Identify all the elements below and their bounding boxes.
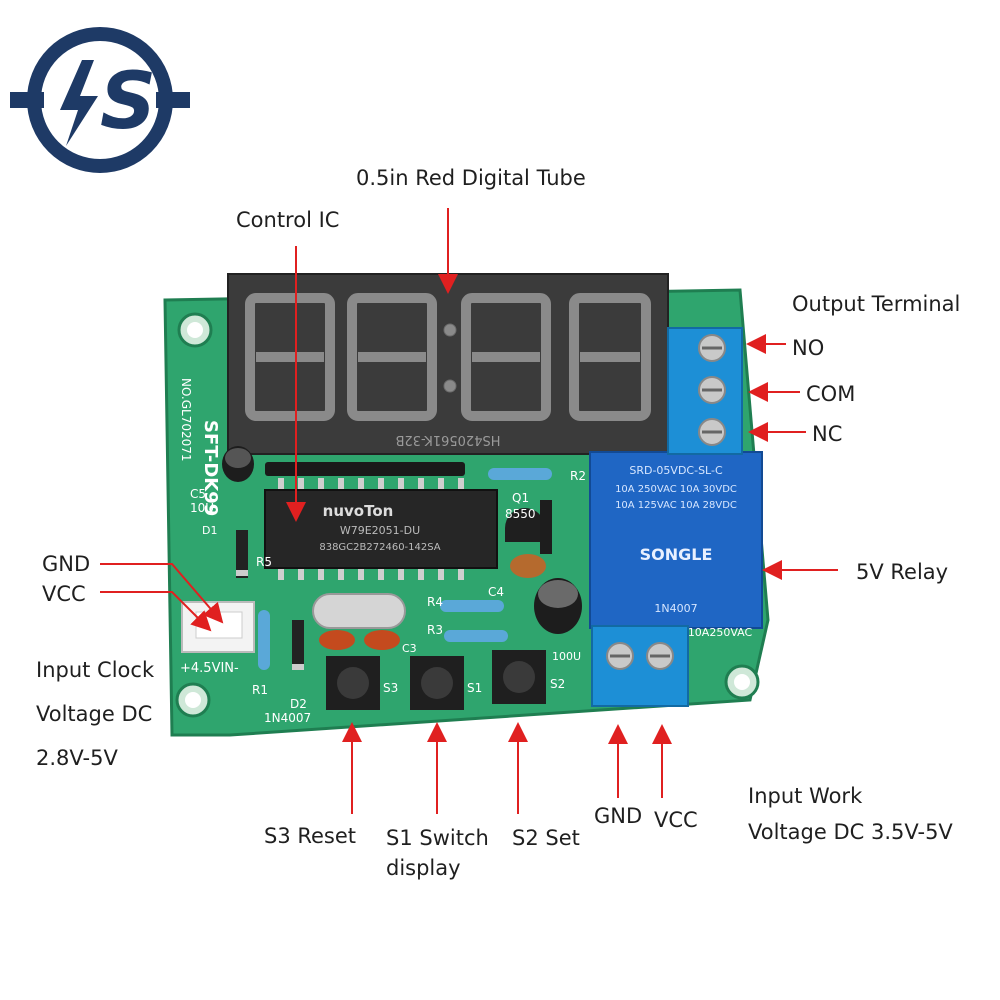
relay-label: 5V Relay (856, 560, 949, 584)
no-label: NO (792, 336, 825, 360)
control-ic: nuvoTon W79E2051-DU 838GC2B272460-142SA (264, 462, 498, 580)
svg-text:S2: S2 (550, 677, 565, 691)
gnd-left-label: GND (42, 552, 91, 576)
digital-tube-display: HS420561K-32B (227, 273, 669, 455)
svg-text:8550: 8550 (505, 507, 536, 521)
svg-text:838GC2B272460-142SA: 838GC2B272460-142SA (319, 542, 440, 553)
output-terminal-label: Output Terminal (792, 292, 961, 316)
svg-text:100U: 100U (552, 650, 581, 663)
svg-text:10U: 10U (190, 501, 214, 515)
svg-text:1N4007: 1N4007 (654, 602, 697, 615)
arrow-vcc-left (100, 591, 212, 632)
svg-text:C4: C4 (488, 585, 504, 599)
s3-reset-label: S3 Reset (264, 824, 357, 848)
svg-text:S: S (100, 57, 156, 147)
svg-text:R3: R3 (427, 623, 443, 637)
svg-text:R1: R1 (252, 683, 268, 697)
svg-text:10A 250VAC 10A 30VDC: 10A 250VAC 10A 30VDC (615, 484, 737, 495)
tube-part-label: HS420561K-32B (396, 432, 501, 447)
svg-text:SRD-05VDC-SL-C: SRD-05VDC-SL-C (629, 464, 723, 477)
diodes: D1 D2 1N4007 (202, 500, 552, 725)
svg-text:R4: R4 (427, 595, 443, 609)
svg-text:Q1: Q1 (512, 491, 529, 505)
s2-button: S2 (492, 650, 565, 704)
board-model-label: SFT-DK99 (200, 420, 221, 516)
svg-text:10A250VAC: 10A250VAC (688, 626, 753, 639)
svg-text:D1: D1 (202, 524, 217, 537)
q1-transistor: Q1 8550 (505, 491, 545, 542)
svg-text:R2: R2 (570, 469, 586, 483)
annotation-arrows (100, 208, 838, 814)
s3-button: S3 (326, 656, 398, 710)
crystal-oscillator (312, 593, 406, 629)
digital-tube-label: 0.5in Red Digital Tube (356, 166, 586, 190)
arrow-gnd-left (100, 563, 224, 624)
output-terminal-block (667, 327, 743, 455)
input-work-label-2: Voltage DC 3.5V-5V (748, 820, 953, 844)
svg-text:R5: R5 (256, 555, 272, 569)
svg-text:C5: C5 (190, 487, 206, 501)
control-ic-label: Control IC (236, 208, 340, 232)
nc-label: NC (812, 422, 843, 446)
com-label: COM (806, 382, 856, 406)
ceramic-capacitors: C3 (319, 554, 546, 655)
vcc-left-label: VCC (42, 582, 86, 606)
ss-logo: S (10, 27, 190, 173)
input-clock-label-3: 2.8V-5V (36, 746, 118, 770)
svg-text:W79E2051-DU: W79E2051-DU (340, 524, 420, 537)
relay: SRD-05VDC-SL-C 10A 250VAC 10A 30VDC 10A … (589, 451, 763, 639)
s2-set-label: S2 Set (512, 826, 580, 850)
power-input-terminal: -DC5VIN+ (591, 625, 689, 727)
svg-text:10A 125VAC 10A 28VDC: 10A 125VAC 10A 28VDC (615, 500, 737, 511)
svg-text:S3: S3 (383, 681, 398, 695)
svg-text:D2: D2 (290, 697, 307, 711)
input-clock-label-1: Input Clock (36, 658, 155, 682)
svg-text:-DC5VIN+: -DC5VIN+ (610, 713, 670, 727)
s1-button: S1 (410, 656, 482, 710)
svg-text:+4.5VIN-: +4.5VIN- (180, 661, 239, 676)
s1-switch-label-1: S1 Switch (386, 826, 489, 850)
svg-text:SONGLE: SONGLE (640, 545, 713, 564)
input-work-label-1: Input Work (748, 784, 863, 808)
svg-text:S1: S1 (467, 681, 482, 695)
svg-text:1N4007: 1N4007 (264, 711, 311, 725)
svg-text:nuvoTon: nuvoTon (323, 502, 394, 520)
c5-capacitor: C5 10U (190, 446, 254, 515)
s1-switch-label-2: display (386, 856, 461, 880)
input-clock-label-2: Voltage DC (36, 702, 153, 726)
svg-text:C3: C3 (402, 642, 417, 655)
vcc-bottom-label: VCC (654, 808, 698, 832)
c4-capacitor: 100U C4 (488, 578, 582, 663)
board-serial-label: NO.GL702071 (179, 378, 193, 462)
resistors: R2 R4 R3 R1 R5 (252, 468, 586, 697)
gnd-bottom-label: GND (594, 804, 643, 828)
